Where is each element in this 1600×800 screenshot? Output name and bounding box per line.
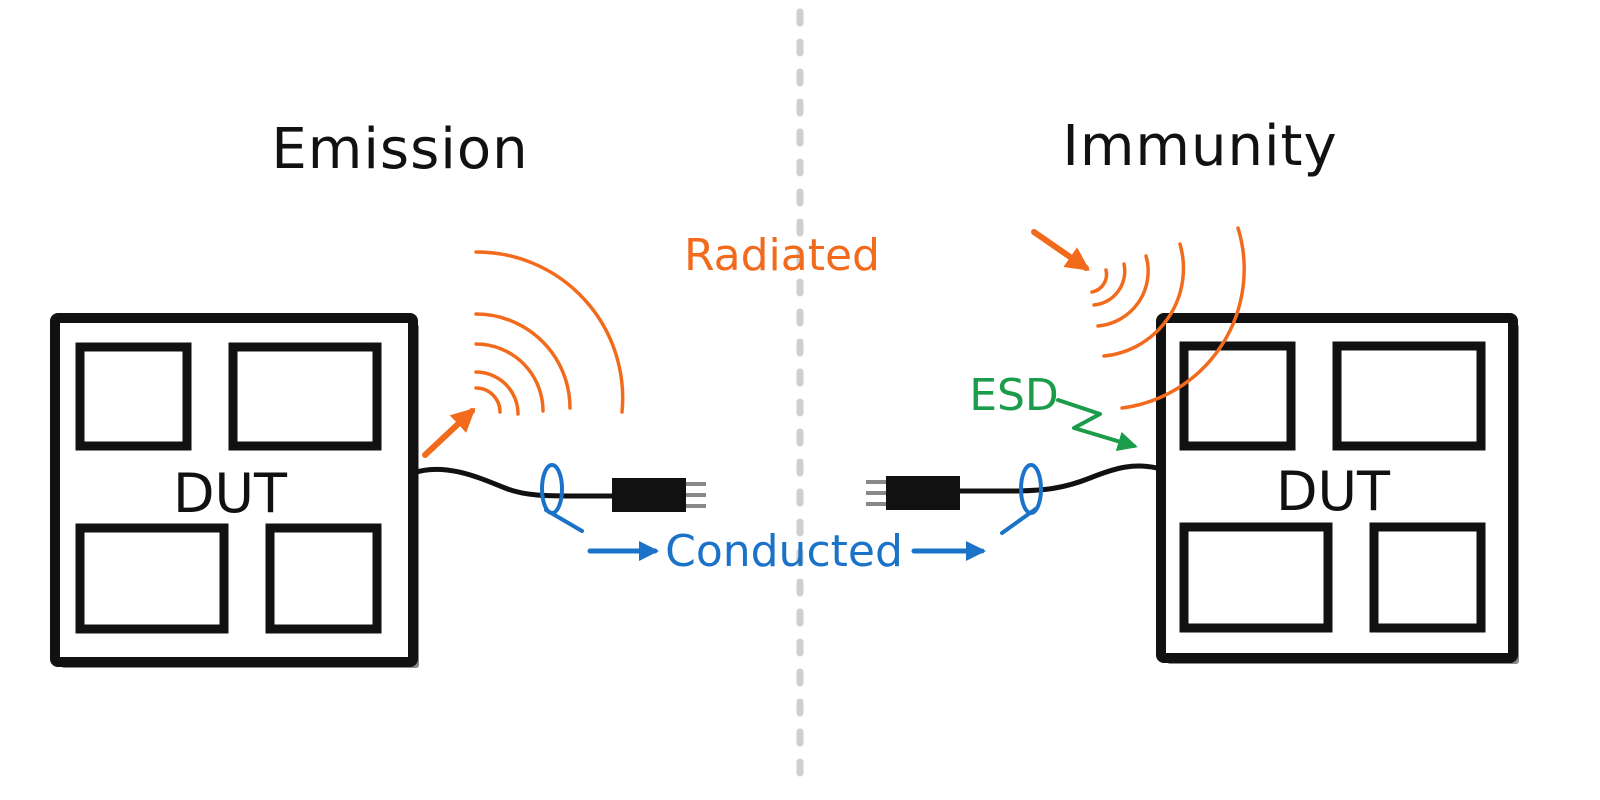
left-conducted-probe [540,463,584,533]
left-connector [612,478,706,512]
esd-zigzag-arrow [1056,398,1138,451]
esd-label: ESD [969,370,1059,421]
right-radiated-waves [1090,226,1246,410]
left-dut-label: DUT [173,462,288,525]
left-dut-device: DUT [50,313,419,668]
right-dut-device: DUT [1156,313,1519,664]
right-connector [866,476,960,510]
right-dut-label: DUT [1276,460,1391,523]
right-cable [957,463,1164,494]
right-conducted-probe [1000,463,1043,535]
conducted-label: Conducted [665,526,903,577]
emission-title: Emission [271,117,528,182]
right-radiated-arrow [1031,229,1090,271]
radiated-label: Radiated [684,230,880,281]
immunity-title: Immunity [1062,114,1337,179]
left-radiated-waves [474,250,625,416]
left-radiated-arrow [422,407,476,458]
left-cable [410,466,618,499]
